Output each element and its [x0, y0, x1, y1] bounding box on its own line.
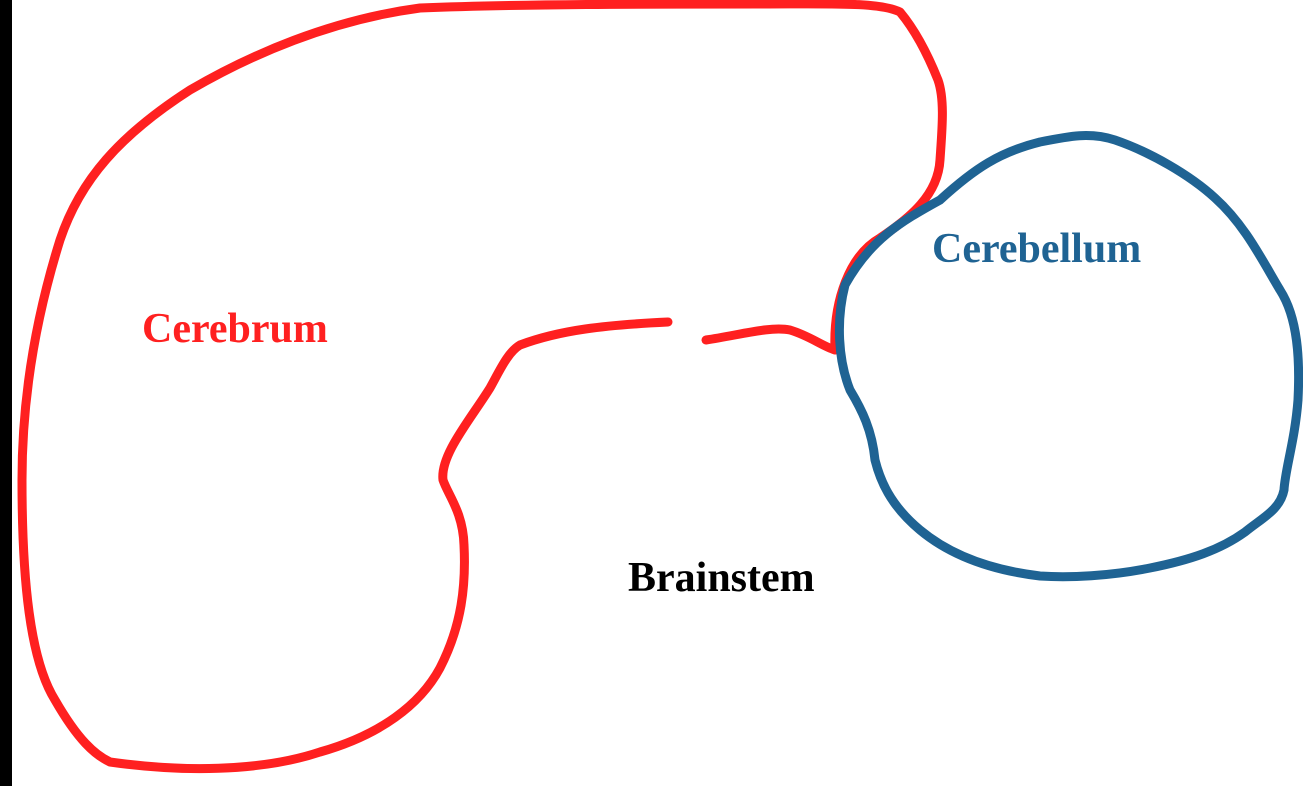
brainstem-label: Brainstem — [628, 555, 815, 601]
cerebrum-outline — [17, 0, 947, 774]
cerebellum-label: Cerebellum — [932, 226, 1142, 272]
diagram-canvas — [12, 0, 1303, 786]
cerebrum-outline-segment — [701, 324, 840, 355]
cerebellum-outline — [834, 131, 1303, 582]
cerebrum-label: Cerebrum — [142, 306, 328, 352]
